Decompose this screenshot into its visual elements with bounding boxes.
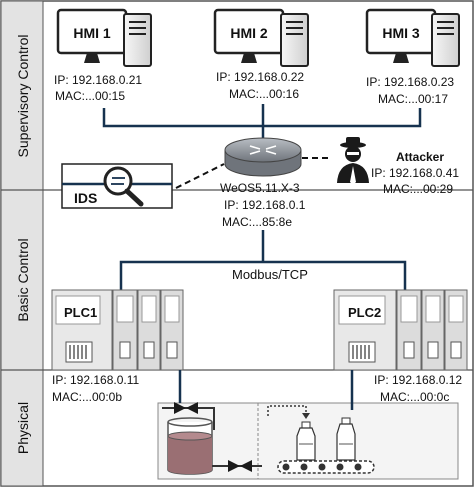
plc-2-label: PLC2 — [348, 305, 381, 320]
plc-2-rack — [333, 289, 468, 371]
ids-mirror-link — [175, 163, 225, 189]
bottle-icon — [296, 421, 316, 461]
ids-label: IDS — [74, 190, 97, 206]
hmi-1-label: HMI 1 — [73, 25, 111, 41]
attacker-mac: MAC:...00:29 — [383, 182, 453, 196]
plc-1-mac: MAC:...00:0b — [52, 390, 122, 404]
hmi-3-mac: MAC:...00:17 — [378, 92, 448, 106]
hmi-3-workstation: HMI 3 — [365, 8, 460, 67]
hmi-2-mac: MAC:...00:16 — [229, 87, 299, 101]
tank-icon — [167, 417, 213, 475]
valve-icon — [228, 460, 252, 472]
zone-label-physical: Physical — [15, 402, 31, 454]
attacker-label: Attacker — [396, 150, 444, 164]
modbus-bus-lines — [119, 230, 407, 290]
hmi-3-label: HMI 3 — [382, 25, 420, 41]
supervisory-network-lines — [102, 104, 422, 138]
plc-2-mac: MAC:...00:0c — [380, 390, 449, 404]
monitor-stand-icon — [84, 53, 100, 63]
hmi-3-ip: IP: 192.168.0.23 — [366, 75, 454, 89]
router-ip: IP: 192.168.0.1 — [224, 198, 306, 212]
modbus-label: Modbus/TCP — [232, 267, 308, 282]
hmi-2-workstation: HMI 2 — [213, 8, 309, 67]
zone-label-supervisory: Supervisory Control — [15, 35, 31, 158]
hmi-1-mac: MAC:...00:15 — [55, 89, 125, 103]
monitor-stand-icon — [241, 53, 257, 63]
hmi-1-ip: IP: 192.168.0.21 — [54, 73, 142, 87]
router-icon — [224, 137, 302, 177]
router-mac: MAC:...85:8e — [222, 215, 292, 229]
monitor-stand-icon — [393, 53, 409, 63]
bottle-icon — [336, 417, 356, 461]
magnifier-icon — [103, 166, 144, 207]
hmi-2-ip: IP: 192.168.0.22 — [216, 70, 304, 84]
plc-1-label: PLC1 — [64, 305, 97, 320]
plc-1-ip: IP: 192.168.0.11 — [52, 373, 140, 387]
zone-band — [0, 0, 44, 487]
hacker-icon — [337, 137, 369, 185]
attacker-ip: IP: 192.168.0.41 — [371, 166, 459, 180]
zone-label-basic: Basic Control — [15, 238, 31, 321]
hmi-1-workstation: HMI 1 — [56, 8, 152, 67]
fill-arrow — [267, 405, 310, 419]
ids-box — [61, 163, 173, 209]
hmi-2-label: HMI 2 — [230, 25, 268, 41]
valve-icon — [174, 402, 198, 414]
plc-2-ip: IP: 192.168.0.12 — [374, 373, 462, 387]
conveyor-icon — [277, 460, 375, 474]
router-name: WeOS5.11.X-3 — [220, 181, 300, 195]
plc-1-rack — [51, 289, 184, 371]
